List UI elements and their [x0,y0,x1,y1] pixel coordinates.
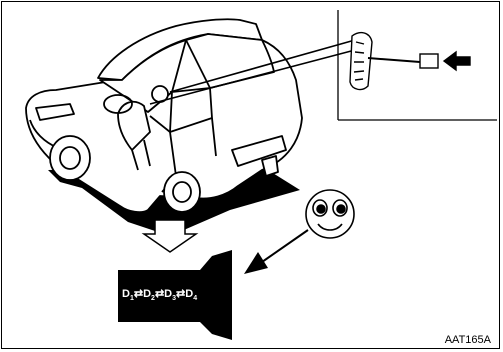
car-illustration [26,19,302,236]
reference-code: AAT165A [445,334,491,346]
shift-sequence-label: D1⇄D2⇄D3⇄D4 [122,287,212,302]
gear-d3: D3 [164,288,176,300]
pointer-arrow [244,230,308,274]
shift-arrow-icon: ⇄ [155,288,164,300]
shift-arrow-icon: ⇄ [176,288,185,300]
speedometer-closeup [350,33,470,90]
gear-d1: D1 [122,288,134,300]
gear-d4: D4 [185,288,197,300]
gear-d2: D2 [143,288,155,300]
shift-arrow-icon: ⇄ [134,288,143,300]
smiley-face-icon [306,190,354,238]
